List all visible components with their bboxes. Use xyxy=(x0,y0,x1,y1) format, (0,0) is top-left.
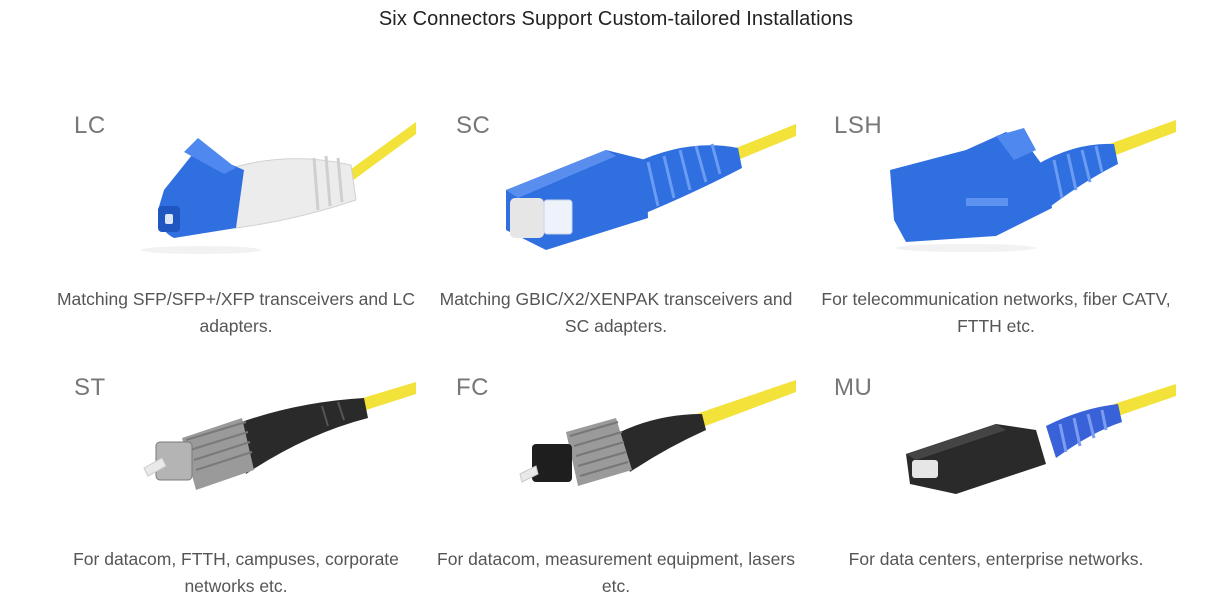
connector-caption: Matching GBIC/X2/XENPAK transceivers and… xyxy=(439,289,793,336)
connector-caption: For datacom, measurement equipment, lase… xyxy=(437,549,795,596)
lc-connector-image xyxy=(86,110,416,260)
connector-label: SC xyxy=(456,112,491,139)
connector-label: LC xyxy=(74,112,106,139)
connector-card-lc: LC Matching SFP/SFP+/XFP transceivers an… xyxy=(46,108,426,343)
connector-caption: Matching SFP/SFP+/XFP transceivers and L… xyxy=(56,289,416,336)
connector-card-mu: MU For data centers, enterprise networks… xyxy=(806,370,1186,610)
lsh-connector-image xyxy=(846,110,1176,260)
connector-caption: For data centers, enterprise networks. xyxy=(848,549,1144,569)
mu-connector-image xyxy=(846,374,1176,524)
connector-card-lsh: LSH For telecommunication networks, fibe… xyxy=(806,108,1186,343)
connector-card-fc: FC For datacom, measurement equipment, l… xyxy=(426,370,806,610)
connector-caption: For datacom, FTTH, campuses, corporate n… xyxy=(73,549,399,596)
connector-label: MU xyxy=(834,374,873,401)
connector-label: ST xyxy=(74,374,106,401)
sc-connector-image xyxy=(466,110,796,260)
connector-caption: For telecommunication networks, fiber CA… xyxy=(821,289,1171,336)
connector-card-st: ST For datacom, FTTH, campuses, corporat… xyxy=(46,370,426,610)
page-title: Six Connectors Support Custom-tailored I… xyxy=(378,8,854,30)
connector-label: LSH xyxy=(834,112,883,139)
st-connector-image xyxy=(86,374,416,524)
connector-card-sc: SC Matching GBIC/X2/XENPAK transceivers … xyxy=(426,108,806,343)
connector-label: FC xyxy=(456,374,489,401)
fc-connector-image xyxy=(466,374,796,524)
